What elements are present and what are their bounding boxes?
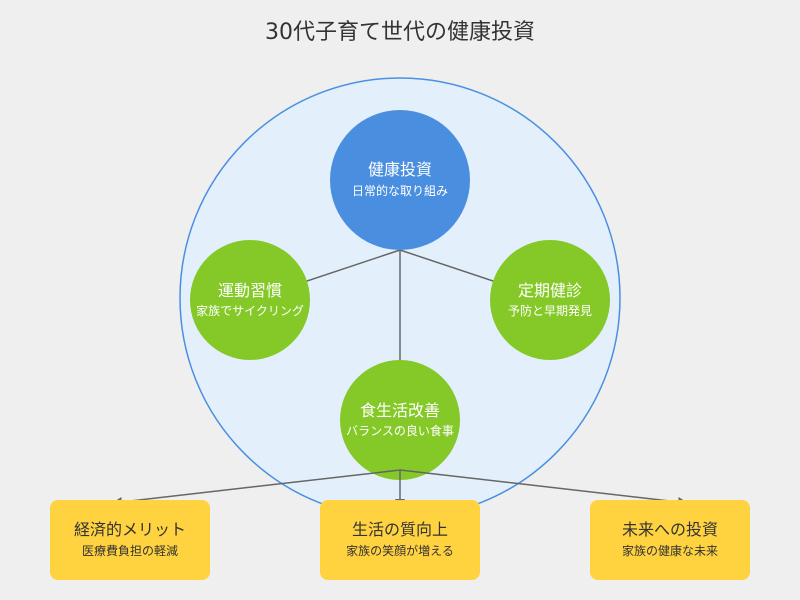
center-node-title: 健康投資 bbox=[368, 160, 432, 179]
page-title: 30代子育て世代の健康投資 bbox=[265, 20, 535, 45]
pillar-node-diet-subtitle: バランスの良い食事 bbox=[346, 423, 454, 438]
pillar-node-exercise-subtitle: 家族でサイクリング bbox=[196, 303, 304, 318]
center-node: 健康投資 日常的な取り組み bbox=[330, 110, 470, 250]
pillar-node-exercise-circle bbox=[190, 240, 310, 360]
center-node-circle bbox=[330, 110, 470, 250]
benefit-box-future-rect bbox=[590, 500, 750, 580]
pillar-node-checkup: 定期健診 予防と早期発見 bbox=[490, 240, 610, 360]
pillar-node-checkup-title: 定期健診 bbox=[518, 281, 582, 300]
benefit-box-economic: 経済的メリット 医療費負担の軽減 bbox=[50, 500, 210, 580]
benefit-box-quality-title: 生活の質向上 bbox=[352, 520, 448, 539]
pillar-node-exercise: 運動習慣 家族でサイクリング bbox=[190, 240, 310, 360]
benefit-box-quality: 生活の質向上 家族の笑顔が増える bbox=[320, 500, 480, 580]
pillar-node-diet: 食生活改善 バランスの良い食事 bbox=[340, 360, 460, 480]
pillar-node-checkup-circle bbox=[490, 240, 610, 360]
benefit-box-quality-subtitle: 家族の笑顔が増える bbox=[346, 543, 454, 558]
arrow-diet-to-future bbox=[399, 469, 688, 507]
benefit-box-future: 未来への投資 家族の健康な未来 bbox=[590, 500, 750, 580]
benefit-box-economic-subtitle: 医療費負担の軽減 bbox=[82, 543, 178, 558]
benefit-box-quality-rect bbox=[320, 500, 480, 580]
benefit-box-future-subtitle: 家族の健康な未来 bbox=[622, 543, 718, 558]
benefit-box-economic-title: 経済的メリット bbox=[74, 520, 186, 539]
center-node-subtitle: 日常的な取り組み bbox=[352, 183, 448, 198]
pillar-node-diet-circle bbox=[340, 360, 460, 480]
pillar-node-diet-title: 食生活改善 bbox=[360, 401, 440, 420]
pillar-node-checkup-subtitle: 予防と早期発見 bbox=[508, 303, 592, 318]
pillar-node-exercise-title: 運動習慣 bbox=[218, 281, 282, 300]
benefit-box-future-title: 未来への投資 bbox=[622, 520, 718, 539]
arrow-diet-to-economic bbox=[112, 469, 401, 507]
benefit-box-economic-rect bbox=[50, 500, 210, 580]
